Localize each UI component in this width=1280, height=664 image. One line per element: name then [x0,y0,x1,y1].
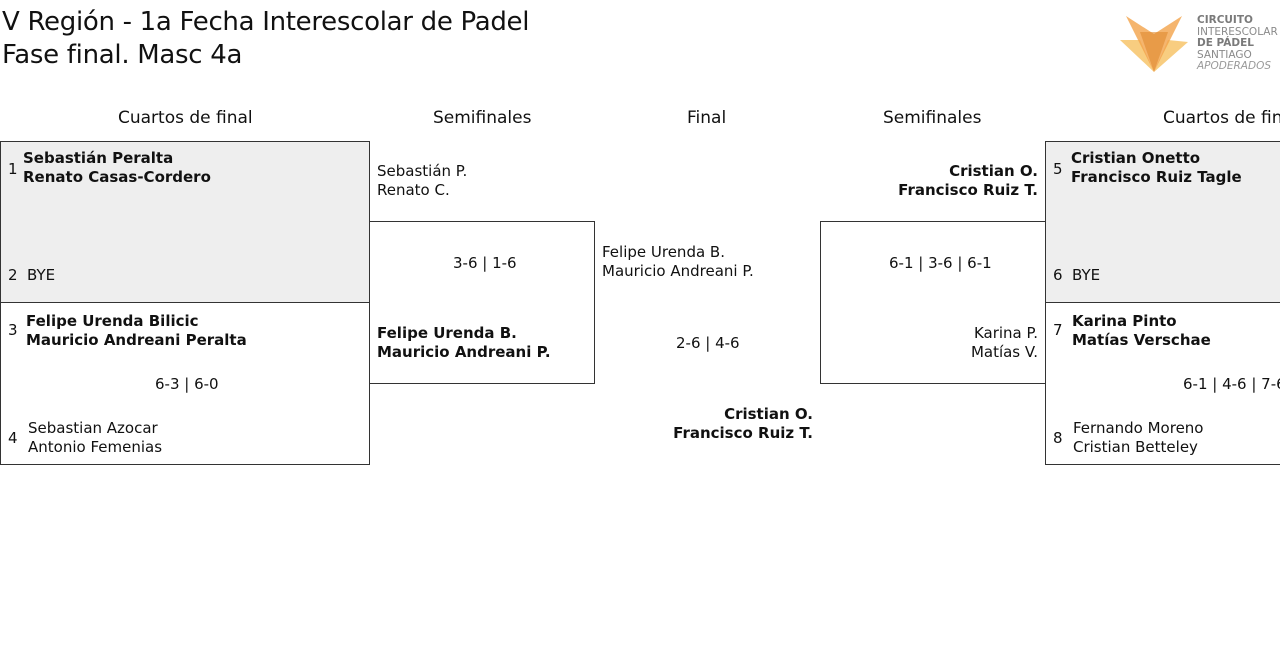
match-score: 2-6 | 4-6 [676,334,740,352]
player-name: Mauricio Andreani Peralta [26,331,247,349]
logo-line2: INTERESCOLAR [1197,25,1278,38]
logo-line1: CIRCUITO [1197,14,1253,26]
page-title: V Región - 1a Fecha Interescolar de Pade… [2,6,529,72]
player-name: Cristian O. [949,162,1038,180]
match-left-qf-bottom: 3 Felipe Urenda Bilicic Mauricio Andrean… [0,302,370,465]
seed-number: 7 [1053,321,1063,339]
player-name: Felipe Urenda B. [377,324,517,342]
round-header-right-qf: Cuartos de final [1163,108,1280,128]
logo-line5: APODERADOS [1197,60,1271,72]
player-name: Francisco Ruiz T. [673,424,813,442]
match-score: 6-3 | 6-0 [155,375,219,393]
player-name: Cristian O. [724,405,813,423]
round-header-final: Final [687,108,727,128]
player-name: Renato Casas-Cordero [23,168,211,186]
player-name: Francisco Ruiz Tagle [1071,168,1242,186]
player-name: Sebastián P. [377,162,468,180]
player-name: Mauricio Andreani P. [377,343,551,361]
bye-label: BYE [1072,266,1101,284]
fox-head-icon [1120,16,1188,72]
match-score: 6-1 | 4-6 | 7-6 [1183,375,1280,393]
seed-number: 3 [8,321,18,339]
match-right-qf-top: 5 Cristian Onetto Francisco Ruiz Tagle 6… [1045,141,1280,303]
bye-label: BYE [27,266,56,284]
player-name: Cristian Onetto [1071,149,1201,167]
player-name: Sebastian Azocar [28,419,158,437]
player-name: Matías Verschae [1072,331,1211,349]
player-name: Felipe Urenda Bilicic [26,312,199,330]
player-name: Antonio Femenias [28,438,163,456]
player-name: Felipe Urenda B. [602,243,725,261]
page-title-line2: Fase final. Masc 4a [2,40,243,70]
seed-number: 2 [8,266,18,284]
logo-line4: SANTIAGO [1197,48,1252,61]
player-name: Cristian Betteley [1073,438,1198,456]
match-right-qf-bottom: 7 Karina Pinto Matías Verschae 6-1 | 4-6… [1045,302,1280,465]
player-name: Sebastián Peralta [23,149,174,167]
player-name: Renato C. [377,181,450,199]
seed-number: 8 [1053,429,1063,447]
player-name: Mauricio Andreani P. [602,262,754,280]
player-name: Fernando Moreno [1073,419,1204,437]
player-name: Karina P. [973,324,1038,342]
match-score: 6-1 | 3-6 | 6-1 [889,254,992,272]
match-left-qf-top: 1 Sebastián Peralta Renato Casas-Cordero… [0,141,370,303]
player-name: Matías V. [970,343,1038,361]
seed-number: 6 [1053,266,1063,284]
logo-wordmark: CIRCUITO INTERESCOLAR DE PÁDEL SANTIAGO … [1197,14,1278,73]
seed-number: 1 [8,160,18,178]
round-header-left-sf: Semifinales [433,108,532,128]
seed-number: 4 [8,429,18,447]
page-title-line1: V Región - 1a Fecha Interescolar de Pade… [2,7,530,37]
seed-number: 5 [1053,160,1063,178]
round-header-right-sf: Semifinales [883,108,982,128]
player-name: Karina Pinto [1072,312,1177,330]
match-right-sf: 6-1 | 3-6 | 6-1 Karina P. Matías V. [820,221,1046,384]
round-header-left-qf: Cuartos de final [118,108,253,128]
circuit-logo [1118,12,1280,76]
match-score: 3-6 | 1-6 [453,254,517,272]
logo-line3: DE PÁDEL [1197,37,1254,49]
match-left-sf: 3-6 | 1-6 Felipe Urenda B. Mauricio Andr… [369,221,595,384]
player-name: Francisco Ruiz T. [898,181,1038,199]
